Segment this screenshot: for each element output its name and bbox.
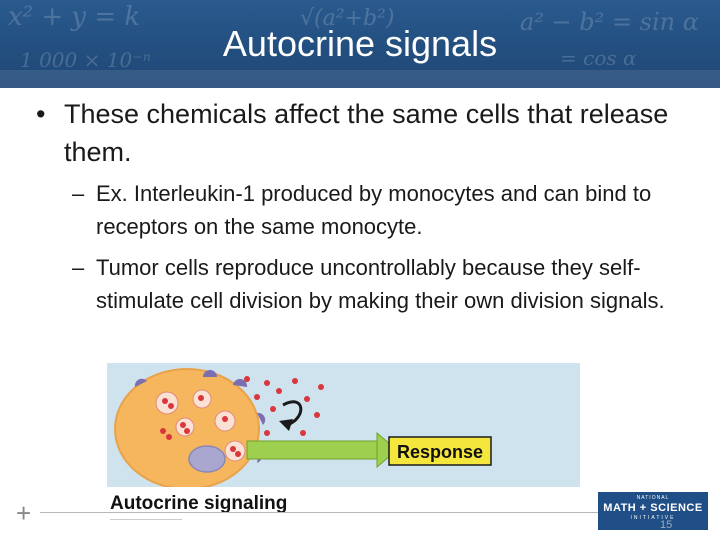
- autocrine-diagram: Response: [114, 368, 492, 487]
- figure-caption: Autocrine signaling: [110, 493, 288, 514]
- plus-decoration: +: [16, 498, 32, 528]
- receptor: [257, 412, 266, 425]
- bullet-item: • These chemicals affect the same cells …: [36, 95, 676, 171]
- receptor: [203, 370, 217, 377]
- page-number: 15: [660, 519, 673, 531]
- sub-bullet-text: Tumor cells reproduce uncontrollably bec…: [96, 255, 665, 313]
- banner-math-decoration: = cos α: [560, 46, 637, 70]
- footer-rule: [40, 512, 600, 513]
- nucleus: [188, 445, 226, 473]
- sub-bullet-item: – Tumor cells reproduce uncontrollably b…: [72, 251, 672, 317]
- sub-bullet-item: – Ex. Interleukin-1 produced by monocyte…: [72, 177, 672, 243]
- figure-credit-line: __________________________: [110, 515, 183, 521]
- nmsi-logo: NATIONAL MATH + SCIENCE INITIATIVE: [598, 492, 708, 530]
- receptor: [233, 378, 248, 387]
- banner-math-decoration: x² + y = k: [8, 2, 141, 32]
- title-banner: x² + y = k √(a²+b²) a² − b² = sin α 1 00…: [0, 0, 720, 88]
- sub-bullet-text: Ex. Interleukin-1 produced by monocytes …: [96, 181, 652, 239]
- banner-math-decoration: a² − b² = sin α: [520, 8, 699, 36]
- slide-title: Autocrine signals: [222, 23, 498, 64]
- feedback-arrow-head: [279, 419, 293, 431]
- logo-bottom-text: INITIATIVE: [630, 515, 676, 521]
- banner-math-decoration: √(a²+b²): [300, 6, 395, 31]
- autocrine-figure: Response Autocrine signaling ___________…: [107, 363, 580, 521]
- sub-bullet-marker: –: [72, 181, 85, 206]
- response-arrow-shaft: [246, 440, 386, 460]
- bullet-text: These chemicals affect the same cells th…: [64, 99, 669, 167]
- sub-bullet-marker: –: [72, 255, 85, 280]
- logo-top-text: NATIONAL: [636, 495, 670, 501]
- banner-band: [0, 70, 720, 88]
- banner-math-decoration: 1 000 × 10⁻ⁿ: [20, 48, 151, 72]
- response-arrow-head: [376, 431, 398, 469]
- response-label: Response: [397, 442, 483, 462]
- receptor: [134, 378, 147, 387]
- logo-main-text: MATH + SCIENCE: [603, 502, 703, 514]
- feedback-arrow: [282, 400, 303, 427]
- response-box: [388, 436, 492, 466]
- bullet-marker: •: [36, 99, 46, 129]
